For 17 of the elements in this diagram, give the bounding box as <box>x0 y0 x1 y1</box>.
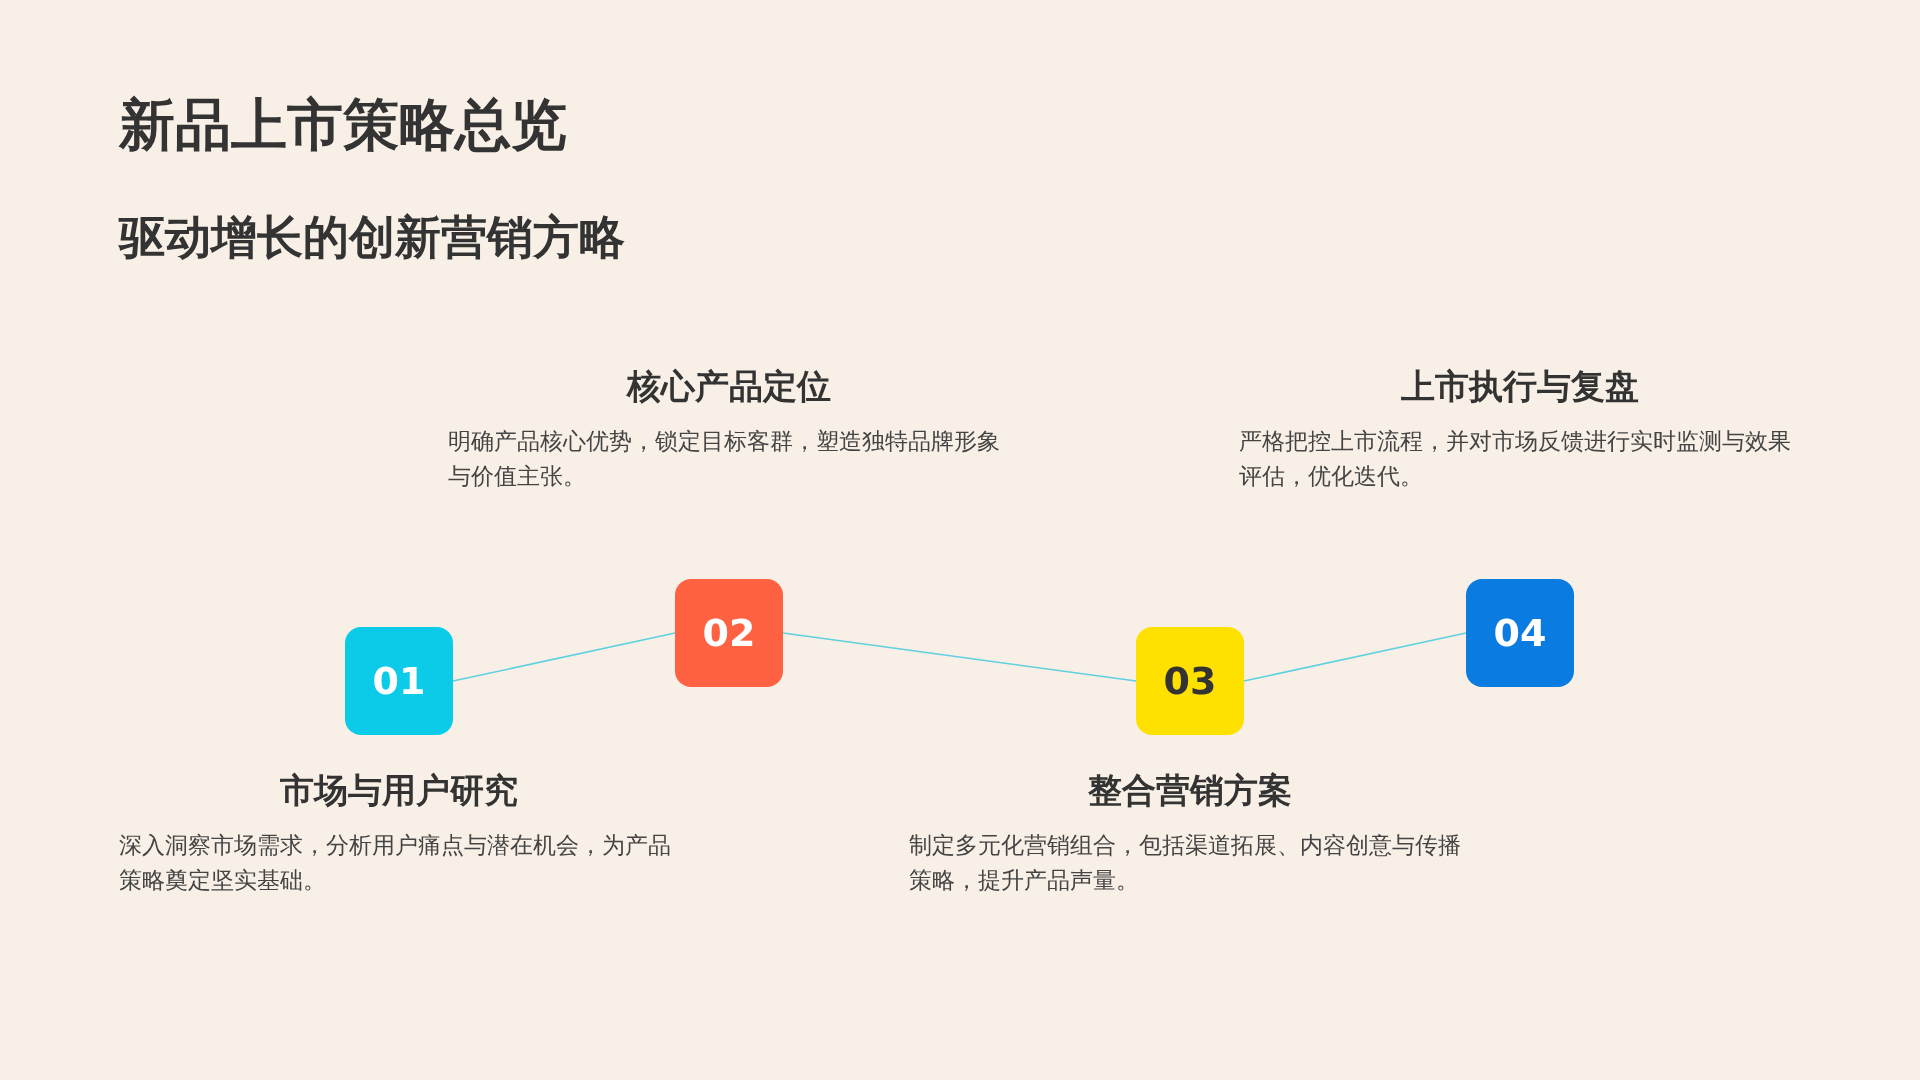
number-tile: 03 <box>1136 627 1244 735</box>
step-description: 明确产品核心优势，锁定目标客群，塑造独特品牌形象与价值主张。 <box>448 427 1001 491</box>
step-heading: 上市执行与复盘 <box>1400 365 1640 408</box>
step-description: 深入洞察市场需求，分析用户痛点与潜在机会，为产品策略奠定坚实基础。 <box>119 831 672 895</box>
connector-line <box>452 632 676 682</box>
step-description: 制定多元化营销组合，包括渠道拓展、内容创意与传播策略，提升产品声量。 <box>909 831 1462 895</box>
step-heading: 整合营销方案 <box>1087 769 1293 812</box>
number-tile: 04 <box>1466 579 1574 687</box>
connector-line <box>1243 632 1467 682</box>
number-tile: 01 <box>345 627 453 735</box>
step-heading: 市场与用户研究 <box>279 769 519 812</box>
step-heading: 核心产品定位 <box>625 365 832 408</box>
subtitle: 驱动增长的创新营销方略 <box>119 209 625 266</box>
connector-line <box>782 632 1137 682</box>
number-tile: 02 <box>675 579 783 687</box>
step-description: 严格把控上市流程，并对市场反馈进行实时监测与效果评估，优化迭代。 <box>1239 427 1792 491</box>
title: 新品上市策略总览 <box>119 91 567 159</box>
